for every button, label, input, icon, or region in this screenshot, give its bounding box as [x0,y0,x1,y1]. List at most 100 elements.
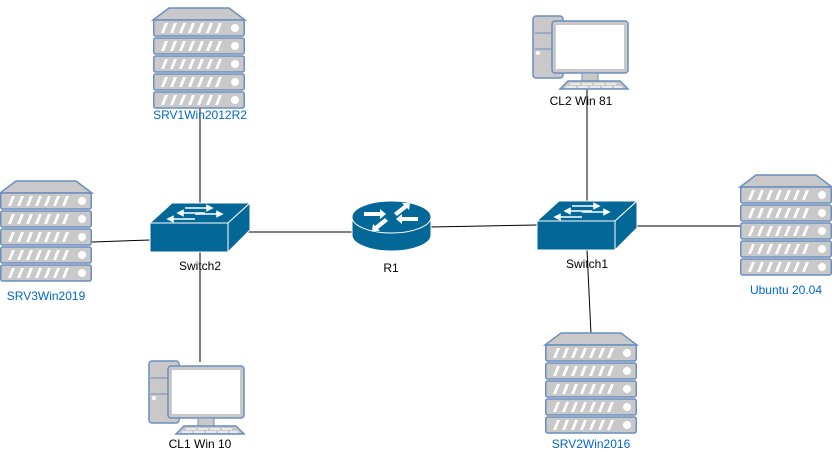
switch-icon-part [216,210,224,218]
server-icon-part [188,95,195,105]
server-icon-part [44,214,51,224]
server-icon-part [78,197,86,205]
server-icon-part [793,190,800,200]
server-icon-part [598,384,605,394]
server-icon-part [793,244,800,254]
server-icon-part [580,366,587,376]
server-icon-part [78,269,86,277]
server-icon-part [748,244,755,254]
switch-icon-part [553,202,611,221]
server-icon-part [766,244,773,254]
server-icon-part [170,41,177,51]
server-icon-part [818,263,826,271]
server-icon-part [44,250,51,260]
link-srv3-switch2[interactable] [91,239,151,243]
pc-icon-part [197,417,215,427]
server-icon-part [748,190,755,200]
pc-cl2[interactable] [532,15,630,90]
server-icon-part [802,244,809,254]
pc-icon-part [172,370,240,414]
server-icon-part [598,402,605,412]
server-icon-part [623,385,631,393]
link-srv2-switch1[interactable] [586,249,592,335]
server-icon-part [26,232,33,242]
server-icon-part [17,250,24,260]
server-icon-part [44,232,51,242]
server-icon-part [784,226,791,236]
server-icon-part [818,245,826,253]
pc-cl1[interactable] [148,360,246,435]
server-icon-part [802,226,809,236]
pc-icon-part [152,396,156,400]
pc-cl2-label: CL2 Win 81 [550,94,613,108]
switch-switch2[interactable] [148,201,252,254]
server-icon-part [188,77,195,87]
server-top [0,180,95,194]
links [91,86,740,362]
server-icon-part [161,95,168,105]
server-icon-part [553,366,560,376]
server-icon-part [231,60,239,68]
server-icon-part [757,208,764,218]
server-icon-part [215,59,222,69]
server-icon-part [197,41,204,51]
server-icon-part [775,244,782,254]
server-srv1[interactable] [150,7,248,109]
server-icon-part [607,420,614,430]
switch-icon-part [593,202,601,210]
server-ubuntu[interactable] [737,174,832,276]
server-icon-part [748,208,755,218]
server-top [150,7,248,21]
server-srv3[interactable] [0,180,95,282]
server-icon-part [623,367,631,375]
server-icon-part [802,190,809,200]
pc-cl1-label: CL1 Win 10 [169,437,232,451]
server-icon-part [161,23,168,33]
server-icon-part [215,95,222,105]
server-icon-part [784,190,791,200]
server-icon-part [62,250,69,260]
server-icon-part [53,196,60,206]
server-icon-part [35,268,42,278]
server-icon-part [793,208,800,218]
router-icon-part [372,218,388,231]
server-icon-part [757,190,764,200]
server-icon-part [62,232,69,242]
link-r1-switch1[interactable] [430,224,538,228]
router-icon-part [364,203,418,231]
server-srv2[interactable] [542,332,640,434]
server-icon-part [78,215,86,223]
server-icon-part [179,59,186,69]
server-icon-part [35,232,42,242]
server-icon-part [26,268,33,278]
router-r1-label: R1 [383,261,399,275]
server-icon-part [802,208,809,218]
server-icon-part [26,214,33,224]
server-icon-part [571,402,578,412]
server-icon-part [766,208,773,218]
router-r1[interactable] [351,200,432,252]
server-icon-part [580,420,587,430]
server-icon-part [26,250,33,260]
server-icon-part [757,226,764,236]
switch-icon-part [176,209,184,217]
server-top [542,332,640,346]
server-icon-part [589,348,596,358]
server-icon-part [62,196,69,206]
server-icon-part [62,214,69,224]
switch-switch1-label: Switch1 [566,257,608,271]
server-icon-part [818,209,826,217]
server-icon-part [766,262,773,272]
server-icon-part [553,402,560,412]
switch-icon-part [553,213,561,221]
server-icon-part [562,348,569,358]
server-icon-part [571,348,578,358]
server-icon-part [231,96,239,104]
switch-switch1[interactable] [535,199,639,252]
server-srv1-label: SRV1Win2012R2 [153,108,247,122]
server-icon-part [757,244,764,254]
server-icon-part [571,384,578,394]
server-icon-part [231,42,239,50]
server-srv2-label: SRV2Win2016 [552,437,631,451]
server-icon-part [197,23,204,33]
